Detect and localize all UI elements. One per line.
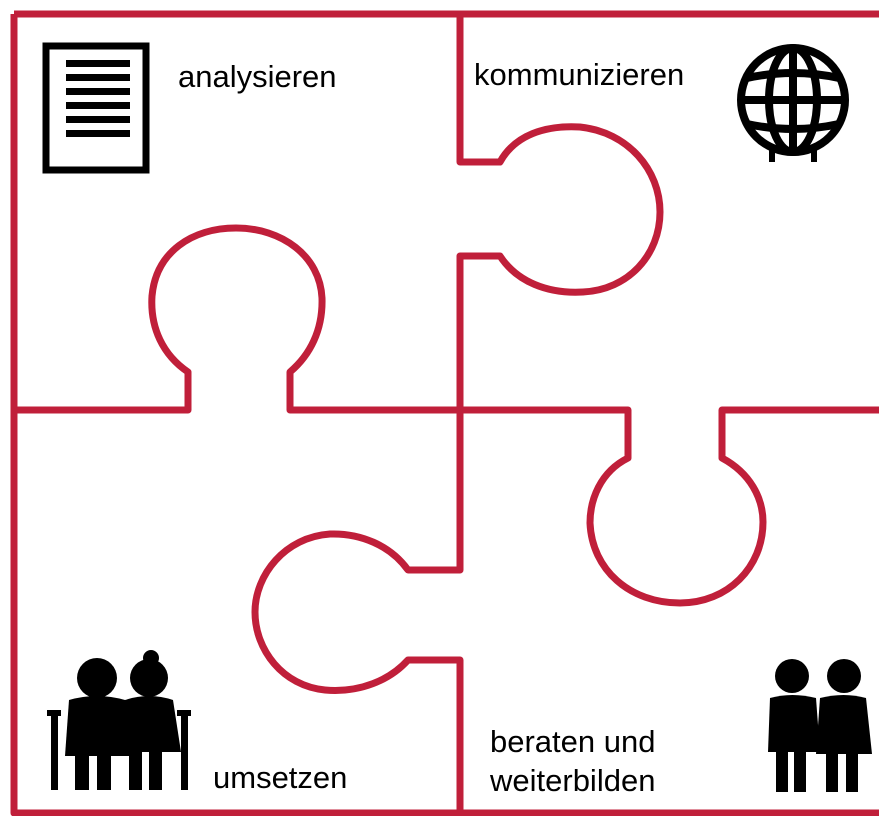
puzzle-seam-top-vertical	[456, 14, 664, 410]
puzzle-seam-right-horizontal	[460, 406, 879, 607]
puzzle-seam-bottom-vertical	[251, 410, 464, 813]
globe-icon	[737, 44, 849, 162]
label-line-2: weiterbilden	[490, 763, 656, 798]
elderly-couple-icon	[47, 650, 191, 790]
label-analysieren: analysieren	[178, 59, 337, 94]
couple-icon	[768, 659, 872, 792]
puzzle-seam-left-horizontal	[14, 224, 460, 414]
label-line-1: beraten und	[490, 724, 656, 759]
label-kommunizieren: kommunizieren	[474, 57, 685, 92]
label-beraten-weiterbilden: beraten und weiterbilden	[490, 722, 655, 800]
label-umsetzen: umsetzen	[213, 760, 348, 795]
document-icon	[42, 42, 150, 174]
puzzle-border	[10, 10, 879, 816]
